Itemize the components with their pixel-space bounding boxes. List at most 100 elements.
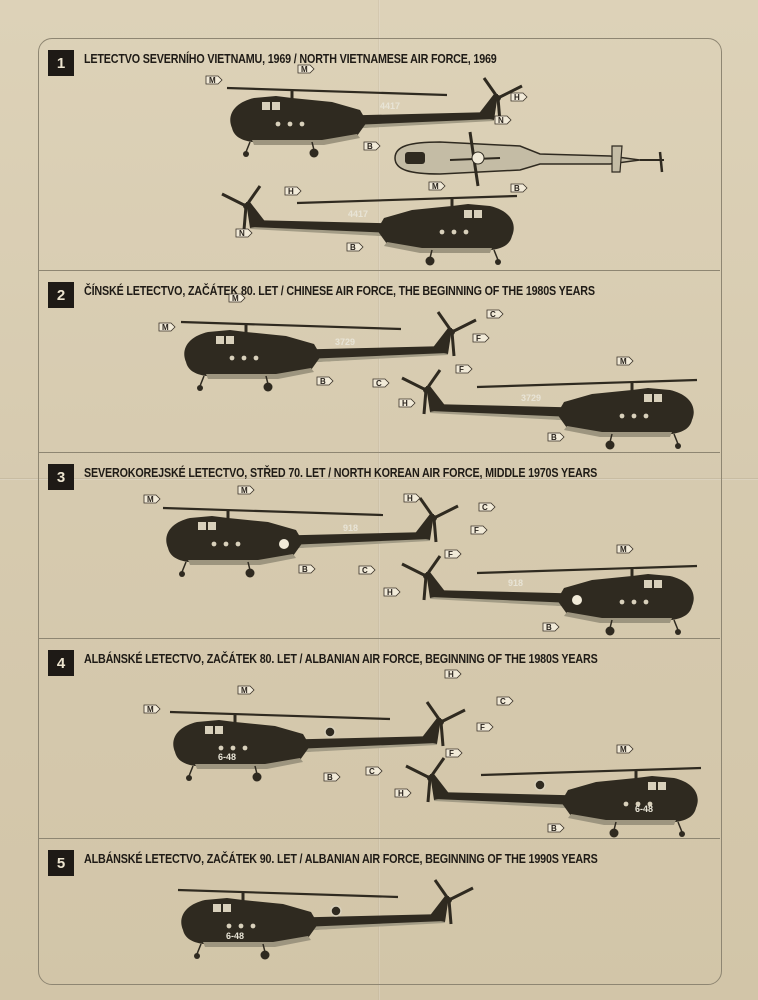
aircraft-code: 918 [343, 523, 358, 533]
marking-tag-b: B [547, 823, 565, 833]
marking-tag-h: H [383, 587, 401, 597]
svg-text:M: M [620, 745, 627, 754]
heli-profile-left-side [168, 700, 467, 783]
svg-text:M: M [232, 294, 239, 303]
roundel-icon [324, 726, 336, 738]
svg-text:H: H [398, 789, 404, 798]
paper-fold-horizontal [0, 478, 758, 480]
marking-tag-b: B [363, 141, 381, 151]
svg-text:M: M [162, 323, 169, 332]
aircraft-code: 3729 [335, 337, 355, 347]
svg-text:H: H [387, 588, 393, 597]
svg-text:M: M [620, 545, 627, 554]
svg-text:B: B [551, 433, 557, 442]
marking-tag-h: H [444, 669, 462, 679]
svg-text:C: C [369, 767, 375, 776]
marking-tag-b: B [510, 183, 528, 193]
marking-tag-m: M [205, 75, 223, 85]
svg-text:N: N [498, 116, 504, 125]
marking-tag-n: N [494, 115, 512, 125]
paper-fold-vertical [378, 0, 380, 1000]
svg-text:H: H [407, 494, 413, 503]
svg-text:B: B [320, 377, 326, 386]
marking-tag-h: H [394, 788, 412, 798]
section-divider [38, 838, 720, 839]
sheet-frame [38, 38, 722, 985]
svg-text:F: F [448, 550, 453, 559]
heli-profile-right-side [222, 186, 517, 266]
scheme-section-1: 1 LETECTVO SEVERNÍHO VIETNAMU, 1969 / NO… [38, 38, 720, 270]
svg-text:H: H [402, 399, 408, 408]
roundel-icon [279, 539, 289, 549]
marking-tag-m: M [237, 685, 255, 695]
section-number: 1 [48, 50, 74, 76]
svg-text:H: H [514, 93, 520, 102]
scheme-section-5: 5 ALBÁNSKÉ LETECTVO, ZAČÁTEK 90. LET / A… [38, 838, 720, 983]
marking-tag-m: M [237, 485, 255, 495]
section-title: SEVEROKOREJSKÉ LETECTVO, STŘED 70. LET /… [84, 466, 598, 480]
marking-tag-b: B [323, 772, 341, 782]
svg-text:F: F [476, 334, 481, 343]
svg-text:B: B [302, 565, 308, 574]
section-divider [38, 270, 720, 271]
svg-text:M: M [241, 486, 248, 495]
section-divider [38, 638, 720, 639]
svg-text:M: M [147, 705, 154, 714]
svg-text:B: B [350, 243, 356, 252]
svg-text:F: F [449, 749, 454, 758]
marking-tag-m: M [228, 293, 246, 303]
roundel-icon [572, 595, 582, 605]
marking-tag-c: C [358, 565, 376, 575]
svg-text:B: B [327, 773, 333, 782]
svg-text:H: H [288, 187, 294, 196]
aircraft-code: 6-48 [226, 931, 244, 941]
section-number: 3 [48, 464, 74, 490]
marking-tag-c: C [478, 502, 496, 512]
svg-text:C: C [362, 566, 368, 575]
section-title: ČÍNSKÉ LETECTVO, ZAČÁTEK 80. LET / CHINE… [84, 284, 595, 298]
marking-tag-f: F [476, 722, 494, 732]
svg-text:N: N [239, 229, 245, 238]
marking-tag-c: C [372, 378, 390, 388]
marking-tag-n: N [235, 228, 253, 238]
marking-tag-m: M [297, 64, 315, 74]
marking-tag-c: C [486, 309, 504, 319]
svg-text:F: F [459, 365, 464, 374]
section-title: LETECTVO SEVERNÍHO VIETNAMU, 1969 / NORT… [84, 52, 497, 66]
svg-text:F: F [474, 526, 479, 535]
marking-tag-m: M [143, 494, 161, 504]
marking-tag-f: F [455, 364, 473, 374]
marking-tag-h: H [403, 493, 421, 503]
marking-tag-b: B [542, 622, 560, 632]
scheme-section-3: 3 SEVEROKOREJSKÉ LETECTVO, STŘED 70. LET… [38, 452, 720, 638]
svg-text:M: M [147, 495, 154, 504]
roundel-icon [534, 779, 546, 791]
marking-tag-m: M [428, 181, 446, 191]
marking-tag-c: C [496, 696, 514, 706]
marking-tag-m: M [616, 544, 634, 554]
marking-tag-m: M [616, 744, 634, 754]
section-number: 5 [48, 850, 74, 876]
svg-text:B: B [514, 184, 520, 193]
marking-tag-f: F [445, 748, 463, 758]
section-title: ALBÁNSKÉ LETECTVO, ZAČÁTEK 90. LET / ALB… [84, 852, 598, 866]
svg-text:B: B [551, 824, 557, 833]
marking-tag-c: C [365, 766, 383, 776]
svg-text:M: M [432, 182, 439, 191]
svg-text:C: C [500, 697, 506, 706]
marking-tag-b: B [547, 432, 565, 442]
aircraft-code: 4417 [348, 209, 368, 219]
svg-text:M: M [241, 686, 248, 695]
marking-tag-b: B [346, 242, 364, 252]
section-number: 4 [48, 650, 74, 676]
heli-top-view [394, 131, 664, 187]
svg-text:C: C [482, 503, 488, 512]
svg-text:B: B [367, 142, 373, 151]
marking-tag-f: F [444, 549, 462, 559]
aircraft-code: 918 [508, 578, 523, 588]
svg-text:C: C [376, 379, 382, 388]
aircraft-code: 3729 [521, 393, 541, 403]
marking-tag-f: F [470, 525, 488, 535]
